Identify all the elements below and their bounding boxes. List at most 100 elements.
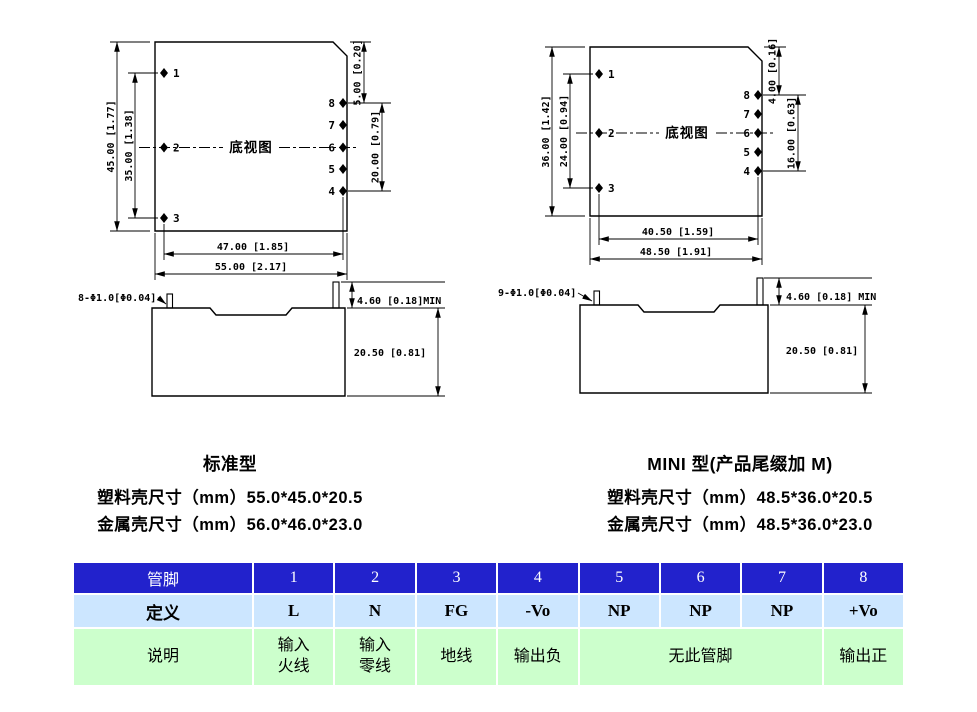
definition-row: 定义 L N FG -Vo NP NP NP +Vo — [74, 595, 903, 627]
definition-cell: +Vo — [823, 595, 903, 627]
pin-lead — [593, 290, 601, 306]
pin-number: 8 — [743, 89, 750, 102]
header-cell-pin: 5 — [579, 563, 659, 593]
dim-overall-width: 55.00 [2.17] — [154, 233, 348, 280]
header-cell-pin: 4 — [498, 563, 578, 593]
pin-number: 7 — [743, 108, 750, 121]
mini-plastic-size: 塑料壳尺寸（mm）48.5*36.0*20.5 — [607, 489, 873, 507]
pins-right: 8 7 6 5 4 — [328, 97, 347, 198]
description-cell: 输入 零线 — [335, 629, 415, 685]
pin-marker — [339, 98, 347, 108]
pin-marker — [339, 186, 347, 196]
pins-right: 8 7 6 5 4 — [743, 89, 762, 178]
mini-metal-size: 金属壳尺寸（mm）48.5*36.0*23.0 — [607, 516, 873, 534]
dim-pin-length: 4.60 [0.18]MIN — [341, 281, 445, 309]
standard-bottom-view: 底视图 1 2 3 8 7 6 5 4 45.00 [1.77] — [106, 39, 391, 280]
mini-bottom-view: 底视图 1 2 3 8 7 6 5 4 36.00 [1.42] — [541, 38, 806, 265]
dim-label: 55.00 [2.17] — [215, 262, 287, 273]
dim-pin-column-height: 16.00 [0.63] — [763, 94, 806, 172]
description-cell: 输出负 — [498, 629, 578, 685]
pin-marker — [595, 128, 603, 138]
pin-marker — [160, 68, 168, 78]
dim-pin-diameter: 8-Φ1.0[Φ0.04] — [78, 293, 167, 305]
description-row-label: 说明 — [74, 629, 252, 685]
description-cell: 输入 火线 — [254, 629, 334, 685]
definition-cell: -Vo — [498, 595, 578, 627]
dim-label: 48.50 [1.91] — [640, 247, 712, 258]
pins-left: 1 2 3 — [160, 67, 180, 225]
package-outline — [154, 41, 348, 232]
dim-overall-height: 45.00 [1.77] — [106, 41, 150, 232]
header-cell-label: 管脚 — [74, 563, 252, 593]
dim-label: 20.50 [0.81] — [786, 346, 858, 357]
dim-pin-row-width: 40.50 [1.59] — [598, 177, 759, 245]
pin-number: 4 — [743, 165, 750, 178]
standard-plastic-size: 塑料壳尺寸（mm）55.0*45.0*20.5 — [97, 489, 363, 507]
definition-cell: NP — [579, 595, 659, 627]
description-cell: 地线 — [416, 629, 497, 685]
pin-marker — [754, 147, 762, 157]
dim-pin-row-width: 47.00 [1.85] — [163, 197, 344, 260]
dim-label: 16.00 [0.63] — [787, 97, 798, 169]
pin-marker — [754, 128, 762, 138]
pin-lead — [166, 293, 174, 309]
pin-marker — [339, 142, 347, 153]
pin-number: 6 — [743, 127, 750, 140]
standard-side-view: 8-Φ1.0[Φ0.04] 4.60 [0.18]MIN 20.50 [0.81… — [78, 281, 445, 397]
pin-number: 1 — [608, 68, 615, 81]
pin-marker — [160, 142, 168, 153]
view-label: 底视图 — [229, 139, 273, 155]
table-header-row: 管脚 1 2 3 4 5 6 7 8 — [74, 563, 903, 593]
mini-spec-block: MINI 型(产品尾缀加 M) 塑料壳尺寸（mm）48.5*36.0*20.5 … — [570, 451, 910, 539]
dim-label: 8-Φ1.0[Φ0.04] — [78, 293, 156, 304]
description-cell-merged: 无此管脚 — [579, 629, 822, 685]
dim-label: 24.00 [0.94] — [559, 95, 570, 167]
pin-marker — [595, 183, 603, 193]
standard-spec-block: 标准型 塑料壳尺寸（mm）55.0*45.0*20.5 金属壳尺寸（mm）56.… — [70, 451, 390, 539]
pin-number: 7 — [328, 119, 335, 132]
definition-cell: FG — [416, 595, 497, 627]
dim-case-height: 20.50 [0.81] — [347, 307, 445, 397]
dim-overall-height: 36.00 [1.42] — [541, 46, 585, 217]
pin-lead — [332, 281, 340, 309]
header-cell-pin: 3 — [416, 563, 497, 593]
header-cell-pin: 7 — [742, 563, 822, 593]
definition-cell: L — [254, 595, 334, 627]
definition-cell: N — [335, 595, 415, 627]
header-cell-pin: 6 — [660, 563, 741, 593]
dim-case-height: 20.50 [0.81] — [770, 304, 872, 394]
pin-number: 6 — [328, 142, 335, 155]
mini-side-view: 9-Φ1.0[Φ0.04] 4.60 [0.18] MIN 20.50 [0.8… — [498, 277, 876, 394]
pin-number: 3 — [608, 182, 615, 195]
pin-number: 5 — [328, 163, 335, 176]
dim-overall-width: 48.50 [1.91] — [589, 218, 763, 265]
standard-title: 标准型 — [203, 454, 257, 474]
view-label: 底视图 — [665, 125, 709, 141]
pin-marker — [160, 213, 168, 223]
header-cell-pin: 8 — [823, 563, 903, 593]
pin-number: 2 — [608, 127, 615, 140]
definition-cell: NP — [660, 595, 741, 627]
pin-definition-table: 管脚 1 2 3 4 5 6 7 8 定义 L N FG -Vo NP NP N… — [72, 561, 905, 687]
dim-pin-top-offset: 4.00 [0.16] — [763, 38, 806, 104]
dim-pin-top-offset: 5.00 [0.20] — [348, 39, 391, 106]
dim-label: 5.00 [0.20] — [353, 39, 364, 105]
pin-marker — [754, 166, 762, 176]
case-outline — [151, 307, 346, 397]
pins-left: 1 2 3 — [595, 68, 615, 195]
view-label-background — [223, 139, 279, 156]
header-cell-pin: 2 — [335, 563, 415, 593]
dim-label: 9-Φ1.0[Φ0.04] — [498, 288, 576, 299]
dim-label: 4.60 [0.18] MIN — [786, 292, 876, 303]
pin-number: 4 — [328, 185, 335, 198]
dim-pin-diameter: 9-Φ1.0[Φ0.04] — [498, 288, 593, 302]
dim-pin-row-height: 24.00 [0.94] — [559, 73, 593, 189]
pin-number: 2 — [173, 142, 180, 155]
pin-number: 8 — [328, 97, 335, 110]
pin-marker — [339, 120, 347, 130]
mechanical-drawings: 底视图 1 2 3 8 7 6 5 4 45.00 [1.77] — [78, 38, 876, 397]
dim-label: 4.00 [0.16] — [768, 38, 779, 104]
pin-marker — [754, 90, 762, 100]
pin-marker — [339, 164, 347, 174]
